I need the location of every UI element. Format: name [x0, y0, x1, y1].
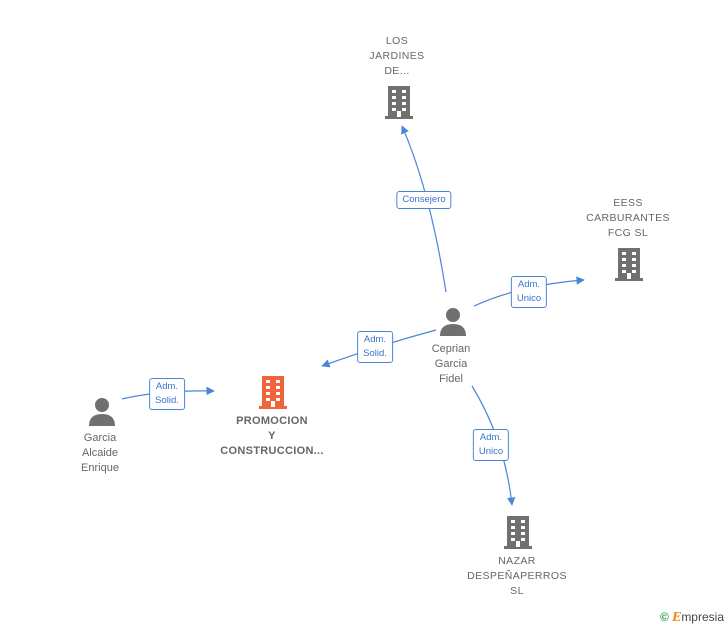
edge-label-consejero: Consejero: [396, 191, 452, 209]
brand-name: mpresia: [681, 610, 724, 624]
company-label-los-jardines[interactable]: LOS JARDINES DE...: [369, 35, 425, 77]
company-label-eess-carburantes[interactable]: EESS CARBURANTES FCG SL: [586, 197, 670, 239]
person-icon[interactable]: [438, 306, 468, 336]
building-icon-main[interactable]: [258, 375, 288, 409]
empresia-logo: © Empresia: [660, 610, 724, 624]
edge-ceprian-los-jardines: [401, 125, 447, 293]
edge-label-adm-solid-ceprian: Adm. Solid.: [357, 331, 393, 363]
edge-label-adm-unico-eess: Adm. Unico: [510, 276, 548, 308]
edge-label-adm-unico-nazar: Adm. Unico: [472, 429, 510, 461]
building-icon[interactable]: [384, 85, 414, 119]
building-icon[interactable]: [614, 247, 644, 281]
edge-label-adm-solid-garcia: Adm. Solid.: [149, 378, 185, 410]
brand-initial: E: [672, 610, 682, 624]
company-label-nazar[interactable]: NAZAR DESPEÑAPERROS SL: [467, 555, 567, 597]
person-label-ceprian[interactable]: Ceprian Garcia Fidel: [431, 343, 471, 385]
building-icon[interactable]: [503, 515, 533, 549]
person-icon[interactable]: [87, 396, 117, 426]
person-label-garcia-alcaide[interactable]: Garcia Alcaide Enrique: [81, 432, 119, 474]
copyright-symbol: ©: [659, 610, 669, 624]
company-label-promocion[interactable]: PROMOCION Y CONSTRUCCION...: [220, 415, 324, 457]
